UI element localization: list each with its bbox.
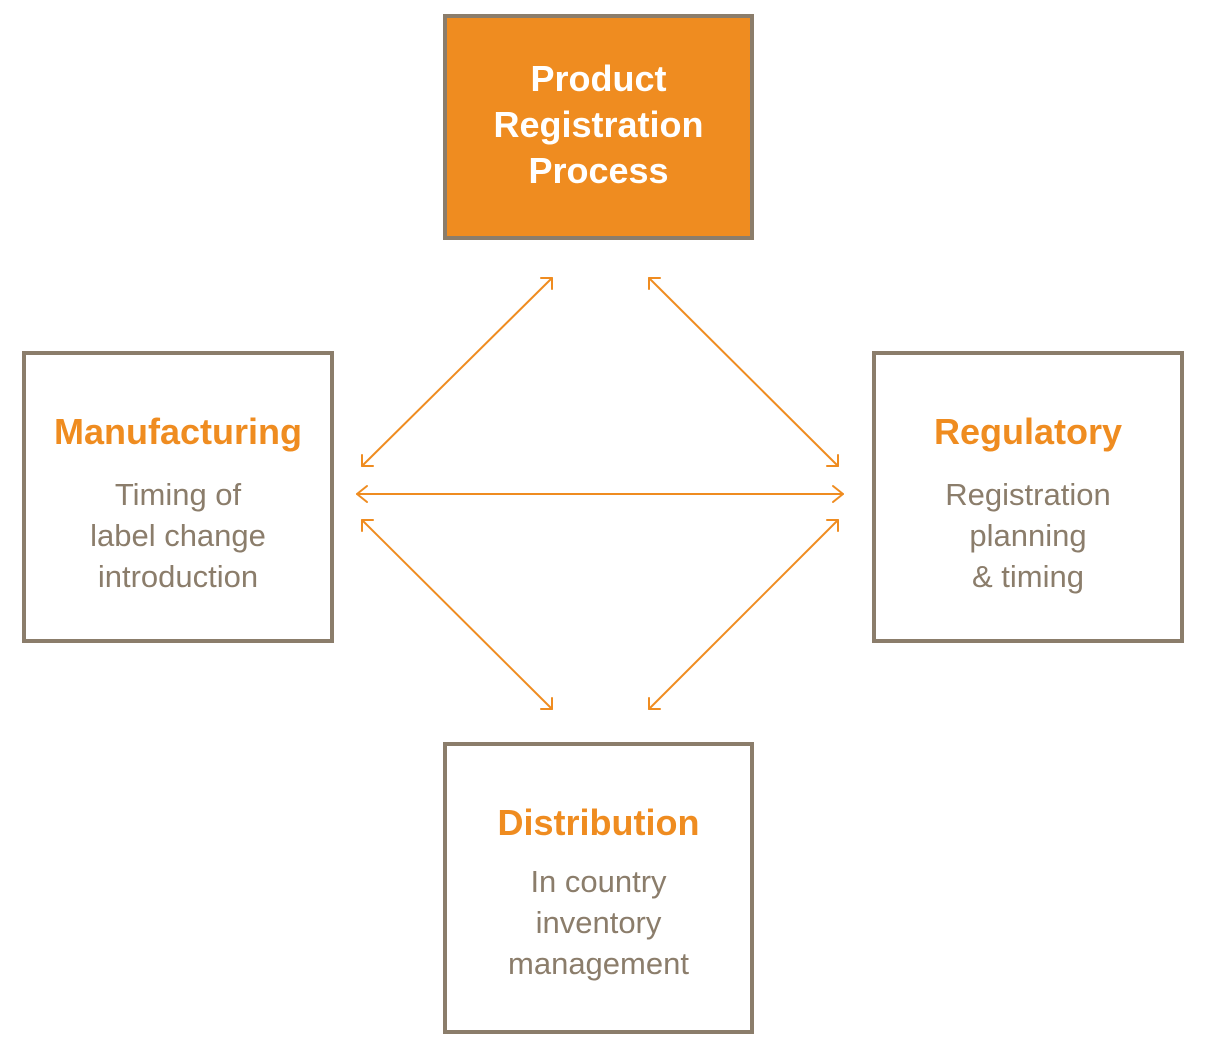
distribution-title: Distribution	[497, 802, 700, 843]
arrow-regulatory-product	[648, 277, 839, 467]
manufacturing-box: Manufacturing Timing of label change int…	[22, 351, 334, 643]
regulatory-box: Regulatory Registration planning & timin…	[872, 351, 1184, 643]
regulatory-description: Registration planning & timing	[945, 477, 1111, 594]
arrow-regulatory-distribution	[648, 519, 839, 710]
arrow-manufacturing-product	[361, 277, 553, 467]
regulatory-title: Regulatory	[933, 411, 1123, 452]
product-registration-title: Product Registration Process	[493, 58, 704, 191]
arrow-manufacturing-regulatory	[356, 485, 844, 503]
manufacturing-title: Manufacturing	[54, 411, 302, 452]
distribution-description: In country inventory management	[508, 864, 689, 981]
distribution-box: Distribution In country inventory manage…	[443, 742, 754, 1034]
manufacturing-description: Timing of label change introduction	[90, 477, 266, 594]
product-registration-box: Product Registration Process	[443, 14, 754, 240]
arrow-manufacturing-distribution	[361, 519, 553, 710]
